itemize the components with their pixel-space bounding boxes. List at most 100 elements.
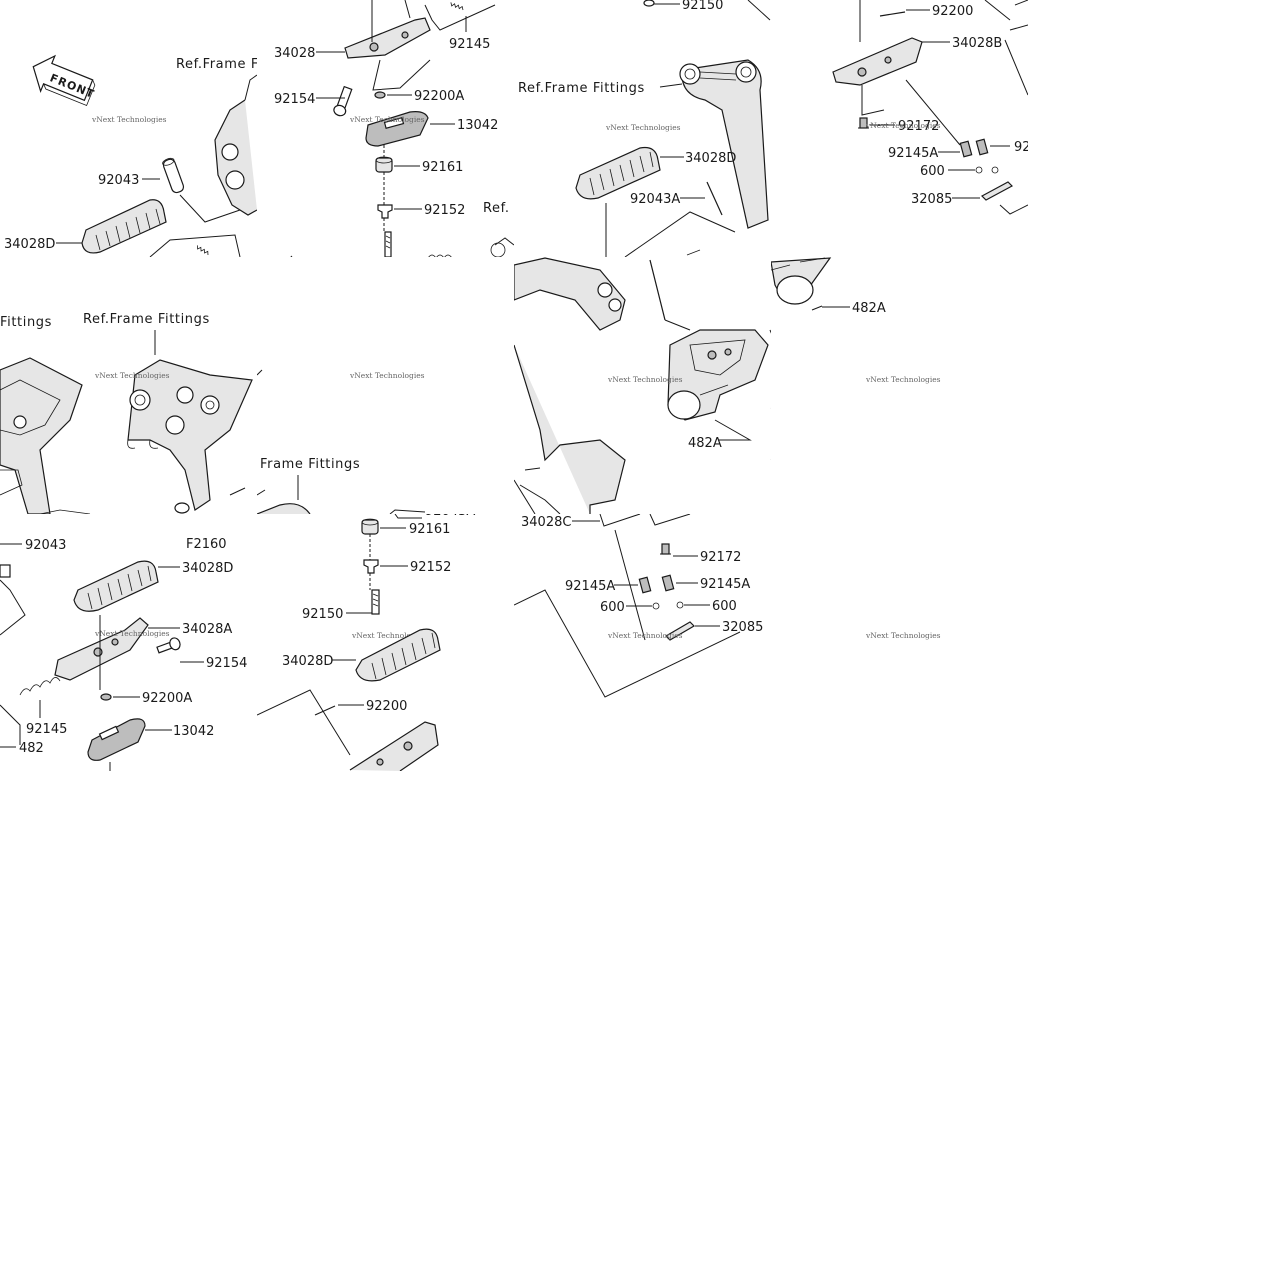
tile-3: 92150 Ref.Frame Fittings vNext Technolog…	[518, 0, 771, 257]
part-label: 482	[19, 741, 44, 756]
spring-92145	[19, 677, 61, 696]
watermark: vNext Technologies	[605, 123, 681, 132]
pad-13042	[87, 718, 146, 761]
part-label: 34028B	[952, 36, 1002, 51]
part-label: 92154	[274, 92, 315, 107]
washer-92200a	[374, 91, 386, 99]
part-label: 92172	[700, 550, 741, 565]
watermark: vNext Technologies	[94, 629, 170, 638]
bolt-92150	[371, 589, 380, 615]
bracket-34028a	[54, 617, 149, 681]
part-label: 92152	[424, 203, 465, 218]
part-label: 92161	[409, 522, 450, 537]
ref-label: Fittings	[0, 315, 52, 330]
tile-2: 34028 92145 92154 92200A 13042 92161 921…	[274, 0, 514, 271]
part-label: 92145A	[700, 577, 750, 592]
part-label: 92145	[449, 37, 490, 52]
part-label: 34028A	[182, 622, 232, 637]
watermark: vNext Technologies	[607, 375, 683, 384]
part-label: 92200A	[142, 691, 192, 706]
watermark: vNext Technologies	[865, 375, 941, 384]
part-label: 600	[712, 599, 737, 614]
part-label: 482	[322, 256, 347, 271]
part-label: 92200	[366, 699, 407, 714]
part-label: 13042	[457, 118, 498, 133]
part-label: 92150	[682, 0, 723, 13]
tile-4: 92200 34028B 92172 vNext Technologies 92…	[832, 0, 1031, 215]
part-label: 2145A	[770, 398, 812, 413]
spring-92145a	[638, 576, 652, 594]
part-label: 92	[1014, 140, 1031, 155]
figure-code: F2160	[186, 537, 227, 552]
spring-92145a	[661, 574, 675, 592]
bolt-92150	[384, 231, 392, 257]
part-label: 600	[774, 421, 799, 436]
bolt-92154	[333, 85, 353, 117]
tile-5: Fittings Ref.Frame Fittings vNext Techno…	[0, 312, 253, 514]
spring-92145a	[959, 138, 989, 158]
right-bracket	[127, 359, 253, 511]
tile-12: vNext Technologies	[865, 631, 941, 640]
spring	[428, 254, 452, 257]
watermark: vNext Technologies	[94, 371, 170, 380]
part-label: 92172	[898, 119, 939, 134]
watermark: vNext Technologies	[91, 115, 167, 124]
plate-32085	[981, 181, 1013, 201]
part-label: 34028	[274, 46, 315, 61]
tile-11: 34028C 92172 92145A 92145A 600 600 32085…	[514, 514, 763, 698]
watermark: vNext Technologies	[349, 115, 425, 124]
part-label: 92200	[932, 4, 973, 19]
part-label: 92145A	[888, 146, 938, 161]
watermark: vNext Technologies	[607, 631, 683, 640]
watermark: vNext Technologies	[351, 631, 427, 640]
pad-13042	[365, 111, 429, 147]
part-label: 92200A	[414, 89, 464, 104]
footpeg-rubber	[575, 146, 661, 200]
sleeve-92152	[377, 204, 393, 219]
ref-label: Ref.	[483, 201, 510, 216]
tile-1: FRONT Ref.Frame F 92043 34028D vNext Tec…	[4, 54, 257, 257]
bracket-34028b	[832, 37, 923, 86]
part-label: 600	[600, 600, 625, 615]
spring-92145	[449, 1, 465, 11]
frame-arm	[514, 257, 626, 331]
watermark: vNext Technologies	[865, 121, 941, 130]
part-label: 92043A	[425, 504, 475, 519]
part-label: 92161	[422, 160, 463, 175]
tile-7: vNext Technologies 482A 2145A 600	[514, 257, 812, 514]
collar-92161	[361, 519, 379, 535]
sleeve-92152	[363, 559, 379, 574]
tile-10: 92043A 92161 92152 92150 vNext Technolog…	[257, 504, 475, 771]
part-label: 32085	[911, 192, 952, 207]
part-label: 34028D	[685, 151, 736, 166]
ref-label: Frame Fittings	[260, 457, 360, 472]
part-label: 92150	[302, 607, 343, 622]
part-label: 34028D	[182, 561, 233, 576]
part-label: 32085	[722, 620, 763, 635]
collar-92161	[375, 157, 393, 173]
part-label: 92043A	[630, 192, 680, 207]
watermark: vNext Technologies	[349, 371, 425, 380]
part-label: 34028C	[521, 515, 571, 530]
pin-482	[290, 255, 293, 257]
left-bracket	[0, 357, 83, 514]
part-label: 482A	[688, 436, 722, 451]
bolt-92154	[156, 637, 181, 654]
part-label: 92043	[98, 173, 139, 188]
frame-bracket	[681, 59, 769, 229]
tile-9: 92043 F2160 34028D 34028A vNext Technolo…	[0, 537, 247, 771]
footpeg-rubber	[355, 628, 441, 682]
front-arrow-icon: FRONT	[32, 54, 97, 107]
ref-label: Ref.Frame Fittings	[518, 81, 645, 96]
washer-92200a	[100, 693, 112, 701]
footpeg-rubber	[73, 560, 159, 612]
part-label: 13042	[173, 724, 214, 739]
part-label: 92152	[410, 560, 451, 575]
tile-6: vNext Technologies Frame Fittings	[257, 369, 426, 514]
part-label: 34028D	[4, 237, 55, 252]
part-label: 600	[920, 164, 945, 179]
part-label: 92145	[26, 722, 67, 737]
part-label: 92043	[25, 538, 66, 553]
ref-label: Ref.Frame Fittings	[83, 312, 210, 327]
